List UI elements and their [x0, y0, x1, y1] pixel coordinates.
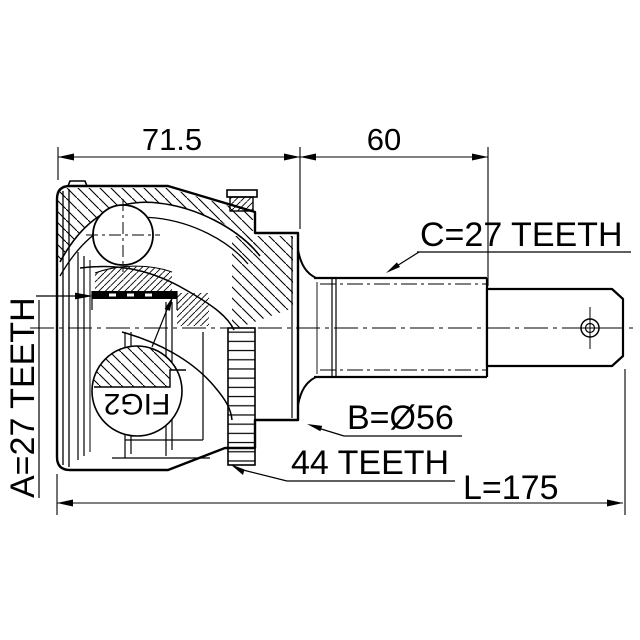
fig2-leader-arrow: [164, 296, 173, 311]
dim-overall-length-value: L=175: [463, 469, 559, 507]
label-diameter: B=Ø56: [307, 399, 462, 437]
label-abs-teeth-text: 44 TEETH: [291, 444, 449, 482]
ball-track-curve: [59, 201, 261, 263]
inner-race-spline-bar: [91, 265, 209, 326]
outer-race-hatch-right: [232, 236, 293, 330]
fig2-label: FIG2: [104, 387, 171, 420]
shaft-flare-top: [297, 249, 317, 279]
shaft-flare-bottom: [297, 376, 317, 406]
label-outboard-spline: C=27 TEETH: [386, 216, 631, 273]
abs-ring-section: [226, 189, 258, 212]
ball-track-curve: [59, 216, 249, 277]
ball-bearing: [86, 199, 160, 272]
dim-spline-length-value: 60: [367, 122, 401, 157]
dim-overall-length: L=175: [56, 369, 626, 515]
abs-tone-ring: [227, 327, 256, 466]
dim-body-width-value: 71.5: [142, 122, 202, 157]
dim-spline-length: 60: [300, 122, 489, 286]
label-diameter-text: B=Ø56: [347, 399, 454, 437]
label-outboard-spline-text: C=27 TEETH: [420, 216, 623, 254]
fig2-hatch-step: [94, 369, 186, 388]
bell-top-tab: [67, 180, 88, 187]
label-inboard-spline: A=27 TEETH: [4, 292, 93, 498]
cage-curve: [79, 265, 235, 331]
label-abs-teeth: 44 TEETH: [230, 444, 455, 482]
label-inboard-spline-text: A=27 TEETH: [4, 297, 42, 498]
fig2-detail-circle: FIG2: [91, 296, 186, 437]
dim-body-width: 71.5: [57, 122, 301, 229]
joint-body: FIG2: [55, 180, 300, 472]
outer-race-hatch-top: [58, 188, 258, 260]
